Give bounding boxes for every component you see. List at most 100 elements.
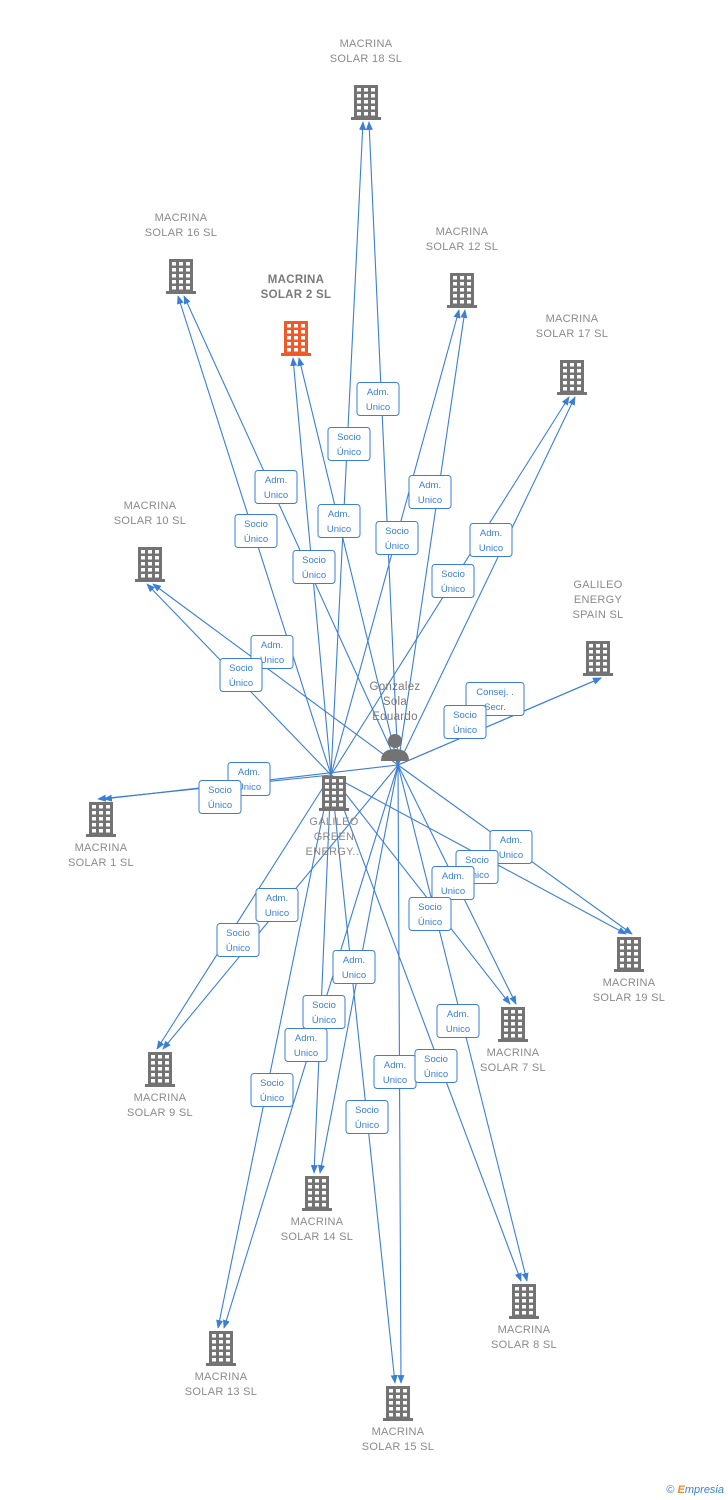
edge-label-text: Único xyxy=(312,1015,336,1026)
edge-label-person-to-ms7[interactable]: Adm. Unico xyxy=(431,866,475,900)
edge-label-person-to-ms15[interactable]: Adm.Unico xyxy=(373,1055,417,1089)
edge-label-text: Unico xyxy=(342,970,366,981)
node-label: GALILEO xyxy=(309,816,358,828)
edge-label-text: Único xyxy=(424,1069,448,1080)
node-label: MACRINA xyxy=(134,1092,187,1104)
building-icon xyxy=(281,321,311,356)
node-label: SOLAR 2 SL xyxy=(261,289,332,301)
building-icon xyxy=(614,937,644,972)
edge-label-text: Adm. xyxy=(442,871,464,882)
node-label: Eduardo xyxy=(372,711,418,723)
edge-label-person-to-ms12[interactable]: Adm.Unico xyxy=(408,475,452,509)
building-icon xyxy=(166,259,196,294)
edge-label-person-to-ms8[interactable]: Adm.Unico xyxy=(436,1004,480,1038)
node-ms16[interactable]: MACRINA SOLAR 16 SL xyxy=(145,212,217,294)
edge-label-text: Adm. xyxy=(328,509,350,520)
edge-label-person-to-ms9[interactable]: Adm.Unico xyxy=(255,888,299,922)
edge-label-text: Unico xyxy=(441,886,465,897)
edge-label-text: Adm. xyxy=(265,475,287,486)
node-label: SOLAR 7 SL xyxy=(480,1062,546,1074)
edge-person-to-ms10 xyxy=(152,583,399,766)
node-label: MACRINA xyxy=(340,38,393,50)
node-label: SOLAR 10 SL xyxy=(114,515,186,527)
edge-label-text: Único xyxy=(441,584,465,595)
edge-label-text: Unico xyxy=(237,782,261,793)
edge-label-text: Único xyxy=(418,917,442,928)
node-label: ENERGY... xyxy=(306,846,363,858)
node-label: SOLAR 14 SL xyxy=(281,1231,353,1243)
node-label: SOLAR 8 SL xyxy=(491,1339,557,1351)
node-label: Sola xyxy=(383,696,408,708)
edge-label-person-to-ms19[interactable]: Adm.Unico xyxy=(489,830,533,864)
node-ms9[interactable]: MACRINA SOLAR 9 SL xyxy=(127,1052,193,1119)
building-icon xyxy=(145,1052,175,1087)
edge-label-text: Único xyxy=(226,943,250,954)
node-label: MACRINA xyxy=(372,1426,425,1438)
edge-label-text: Socio xyxy=(465,855,489,866)
edge-label-person-to-ms2[interactable]: Adm. Unico xyxy=(317,504,361,538)
building-icon xyxy=(319,776,349,811)
edge-label-text: Socio xyxy=(424,1054,448,1065)
edge-label-text: Unico xyxy=(264,490,288,501)
edge-label-text: Único xyxy=(453,725,477,736)
edge-label-text: Único xyxy=(208,800,232,811)
edge-label-person-to-ms18[interactable]: Adm.Unico xyxy=(356,382,400,416)
edge-label-text: Adm. xyxy=(384,1060,406,1071)
node-gge[interactable]: GALILEOGREENENERGY... xyxy=(306,776,363,858)
node-label: SOLAR 9 SL xyxy=(127,1107,193,1119)
node-label: MACRINA xyxy=(487,1047,540,1059)
edge-person-to-ms17 xyxy=(397,396,576,766)
node-label: SOLAR 16 SL xyxy=(145,227,217,239)
brand-logo-text: mpresia xyxy=(684,1484,724,1496)
node-label: SOLAR 12 SL xyxy=(426,241,498,253)
edge-label-text: Único xyxy=(465,870,489,881)
edge-label-text: Unico xyxy=(327,524,351,535)
edge-person-to-ms16 xyxy=(183,295,399,766)
building-icon xyxy=(383,1386,413,1421)
node-label: ENERGY xyxy=(574,594,623,606)
edge-gge-to-ms14 xyxy=(310,774,332,1174)
node-label: MACRINA xyxy=(155,212,208,224)
edge-label-text: Unico xyxy=(499,850,523,861)
edge-label-text: Adm. xyxy=(367,387,389,398)
edge-label-text: Socio xyxy=(385,526,409,537)
edge-label-text: Adm. xyxy=(295,1033,317,1044)
edge-label-person-to-ms14[interactable]: Adm.Unico xyxy=(332,950,376,984)
edge-gge-to-ms7 xyxy=(330,774,511,1005)
edge-label-text: Único xyxy=(244,534,268,545)
edge-label-person-to-ms17[interactable]: Adm.Unico xyxy=(469,523,513,557)
edge-label-person-to-ms13[interactable]: Adm.Unico xyxy=(284,1028,328,1062)
edge-label-person-to-ms16[interactable]: Adm. Unico xyxy=(254,470,298,504)
node-ms7[interactable]: MACRINA SOLAR 7 SL xyxy=(480,1007,546,1074)
node-label: GALILEO xyxy=(573,579,622,591)
edge-label-text: Socio xyxy=(312,1000,336,1011)
